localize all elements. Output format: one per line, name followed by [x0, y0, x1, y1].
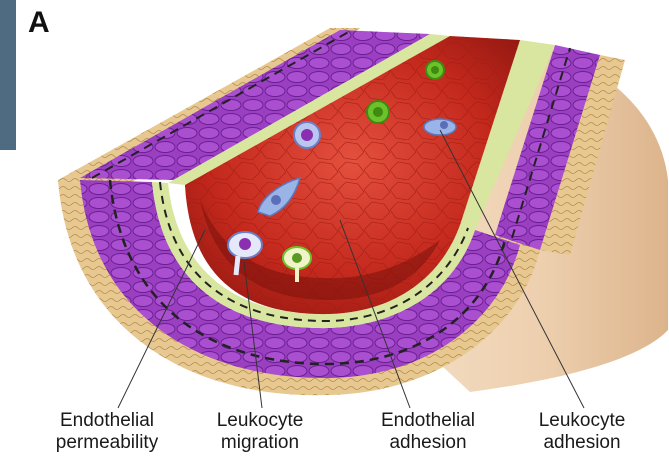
- label-line-1: Endothelial: [22, 410, 192, 432]
- label-line-1: Leukocyte: [195, 410, 325, 432]
- leukocyte-adhering-right: [424, 119, 456, 135]
- label-leukocyte-migration: Leukocyte migration: [195, 410, 325, 454]
- label-leukocyte-adhesion: Leukocyte adhesion: [512, 410, 652, 454]
- leukocyte-green-1: [426, 61, 444, 79]
- label-line-2: adhesion: [358, 432, 498, 454]
- label-line-2: migration: [195, 432, 325, 454]
- label-line-2: permeability: [22, 432, 192, 454]
- label-endothelial-permeability: Endothelial permeability: [22, 410, 192, 454]
- leukocyte-purple: [294, 122, 320, 148]
- panel-letter: A: [28, 6, 50, 40]
- label-line-1: Leukocyte: [512, 410, 652, 432]
- label-line-2: adhesion: [512, 432, 652, 454]
- label-endothelial-adhesion: Endothelial adhesion: [358, 410, 498, 454]
- leukocyte-green-2: [367, 101, 389, 123]
- label-line-1: Endothelial: [358, 410, 498, 432]
